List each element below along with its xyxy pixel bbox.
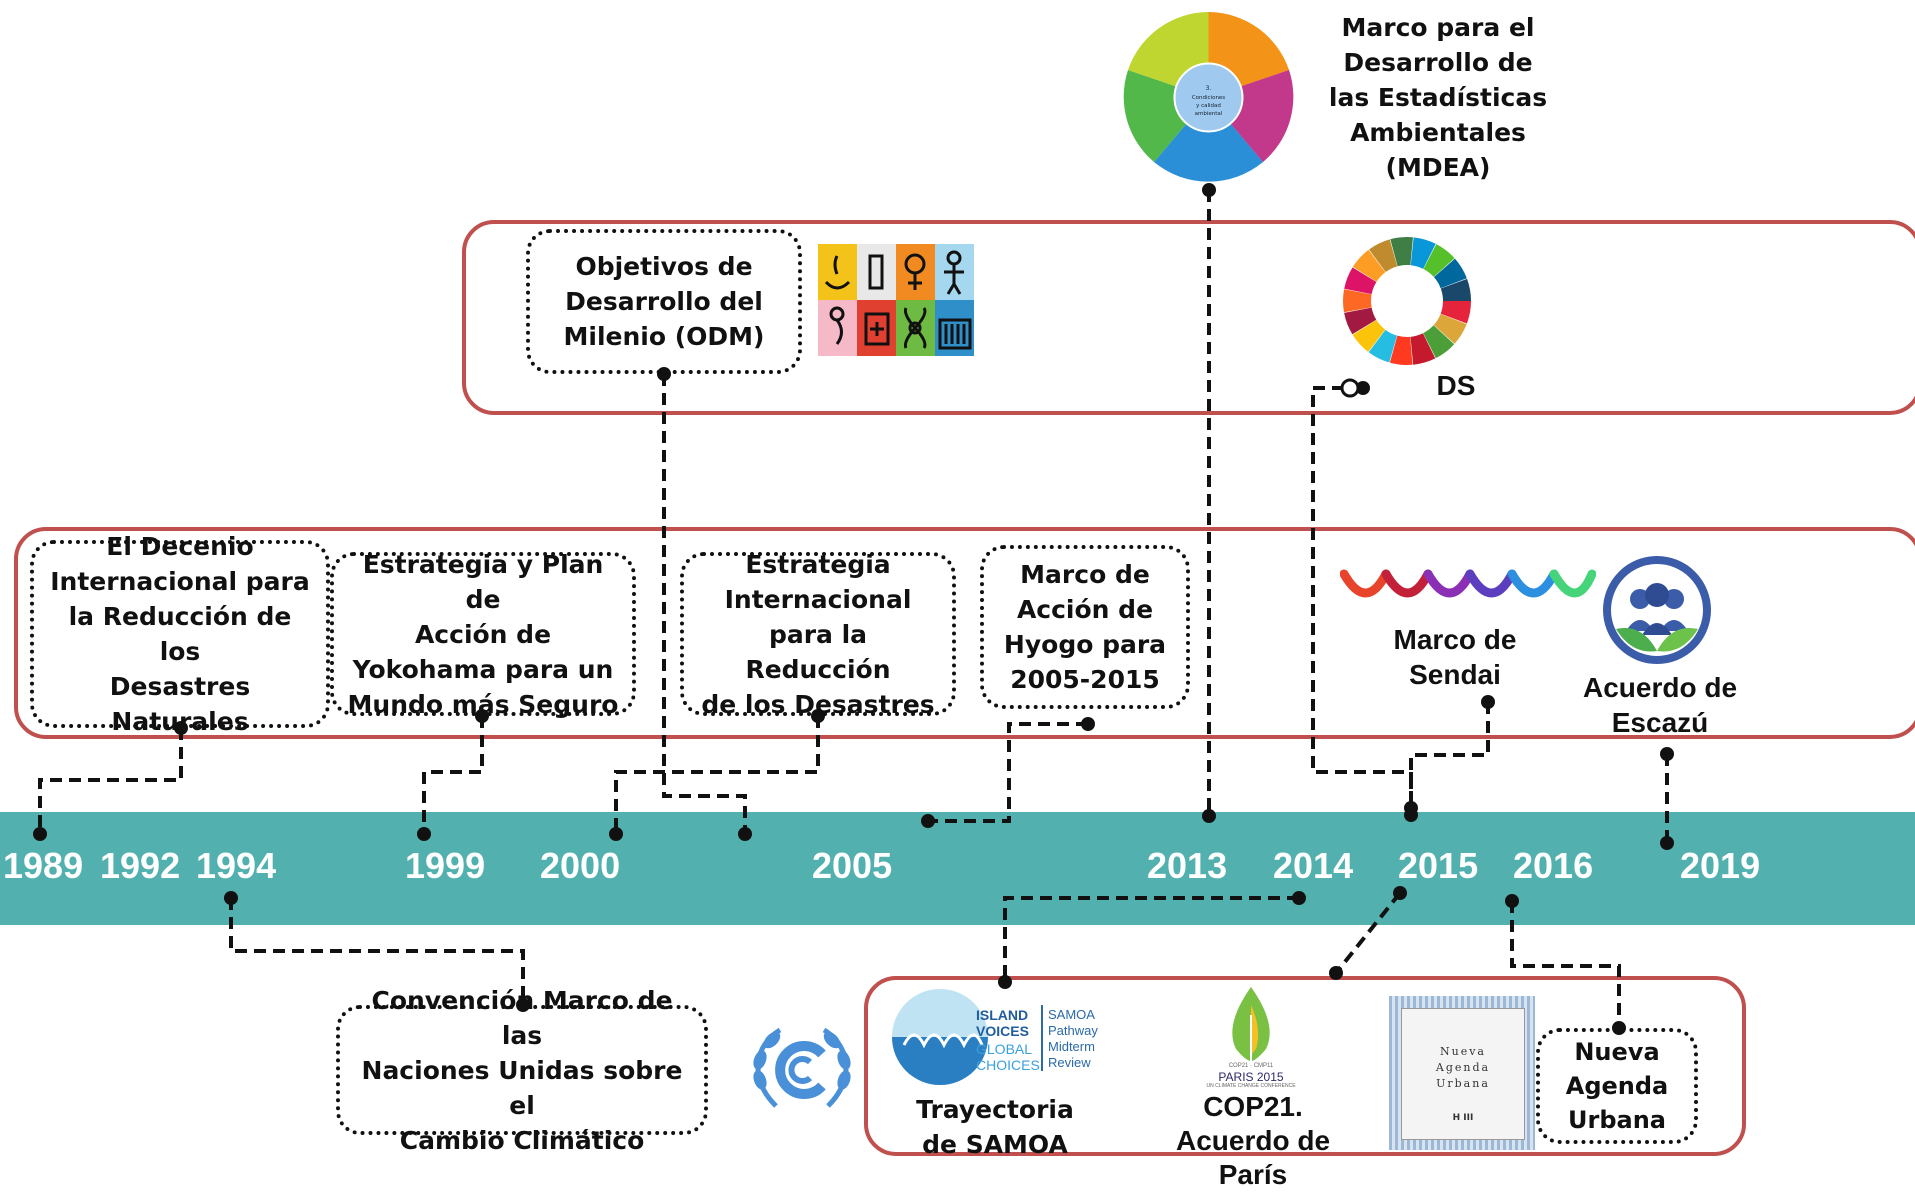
year-1992: 1992	[100, 845, 181, 886]
samoa-logo: ISLAND VOICES GLOBAL CHOICES SAMOA Pathw…	[890, 985, 1100, 1089]
year-2016: 2016	[1513, 845, 1594, 886]
node-mdea	[1202, 183, 1216, 197]
nau-book-line2: Agenda	[1435, 1061, 1491, 1074]
odm-icons	[818, 244, 974, 356]
samoa-logo-samoa: SAMOA	[1048, 1007, 1095, 1022]
event-odm: Objetivos de Desarrollo del Milenio (ODM…	[526, 229, 802, 374]
event-hyogo: Marco de Acción de Hyogo para 2005-2015	[980, 545, 1190, 709]
year-1999: 1999	[405, 845, 486, 886]
timeline-band	[0, 812, 1915, 925]
un-wreath-icon	[753, 1027, 851, 1108]
svg-text:Condiciones: Condiciones	[1192, 95, 1225, 101]
nau-book-footer: H III	[1452, 1113, 1474, 1123]
frame-odm-ods	[462, 220, 1915, 415]
year-2014: 2014	[1273, 845, 1354, 886]
event-cmnucc: Convención Marco de las Naciones Unidas …	[336, 986, 708, 1155]
samoa-logo-voices: VOICES	[976, 1023, 1029, 1039]
cop21-logo-small: COP21 · CMP11	[1228, 1063, 1274, 1069]
year-2015: 2015	[1398, 845, 1479, 886]
year-2013: 2013	[1147, 845, 1228, 886]
label-escazu: Acuerdo de Escazú	[1582, 672, 1738, 738]
sdg-wheel-logo	[1342, 236, 1472, 366]
samoa-logo-midterm: Midterm	[1048, 1039, 1095, 1054]
year-1994: 1994	[196, 845, 277, 886]
escazu-logo	[1602, 555, 1712, 665]
label-ods: DS	[1436, 370, 1476, 401]
svg-text:ambiental: ambiental	[1195, 111, 1223, 117]
paris-leaf-icon	[1232, 987, 1270, 1063]
frame-climate-urban	[864, 976, 1746, 1156]
event-decenio: El Decenio Internacional para la Reducci…	[30, 532, 330, 736]
samoa-island-icon	[892, 989, 1043, 1085]
label-mdea: Marco para el Desarrollo de las Estadíst…	[1328, 13, 1548, 182]
svg-text:y calidad: y calidad	[1196, 103, 1221, 109]
label-cop21: COP21. Acuerdo de París	[1175, 1091, 1331, 1190]
cop21-logo-sub: UN CLIMATE CHANGE CONFERENCE	[1206, 1083, 1296, 1089]
label-sendai: Marco de Sendai	[1393, 624, 1517, 690]
sendai-waves-icon	[1339, 569, 1597, 598]
year-2019: 2019	[1680, 845, 1761, 886]
mdea-wheel-icon: 3. Condiciones y calidad ambiental	[1123, 12, 1294, 182]
unfccc-logo	[746, 1020, 858, 1120]
event-eird: Estrategia Internacional para la Reducci…	[680, 550, 956, 719]
cop21-logo: COP21 · CMP11 PARIS 2015 UN CLIMATE CHAN…	[1196, 985, 1306, 1089]
label-samoa: Trayectoria de SAMOA	[916, 1095, 1074, 1159]
samoa-logo-review: Review	[1048, 1055, 1091, 1070]
sdg-wheel-icon	[1343, 237, 1471, 365]
year-2005: 2005	[812, 845, 893, 886]
nau-book-cover: Nueva Agenda Urbana H III	[1389, 996, 1535, 1150]
node-escazu	[1660, 747, 1674, 761]
event-yokohama: Estrategia y Plan de Acción de Yokohama …	[330, 550, 636, 719]
samoa-logo-choices: CHOICES	[976, 1057, 1040, 1073]
nau-book-line1: Nueva	[1440, 1045, 1486, 1058]
year-1989: 1989	[3, 845, 84, 886]
cop21-logo-city: PARIS 2015	[1218, 1070, 1284, 1084]
samoa-logo-pathway: Pathway	[1048, 1023, 1098, 1038]
event-nau: Nueva Agenda Urbana	[1536, 1028, 1698, 1144]
mdea-center-text: 3.	[1206, 85, 1212, 92]
year-2000: 2000	[540, 845, 621, 886]
samoa-logo-island: ISLAND	[976, 1007, 1029, 1023]
mdea-wheel-logo: 3. Condiciones y calidad ambiental	[1121, 10, 1296, 185]
escazu-people-icon	[1603, 556, 1711, 664]
nau-book-line3: Urbana	[1436, 1077, 1490, 1090]
sendai-logo	[1339, 568, 1597, 616]
samoa-logo-global: GLOBAL	[976, 1041, 1033, 1057]
